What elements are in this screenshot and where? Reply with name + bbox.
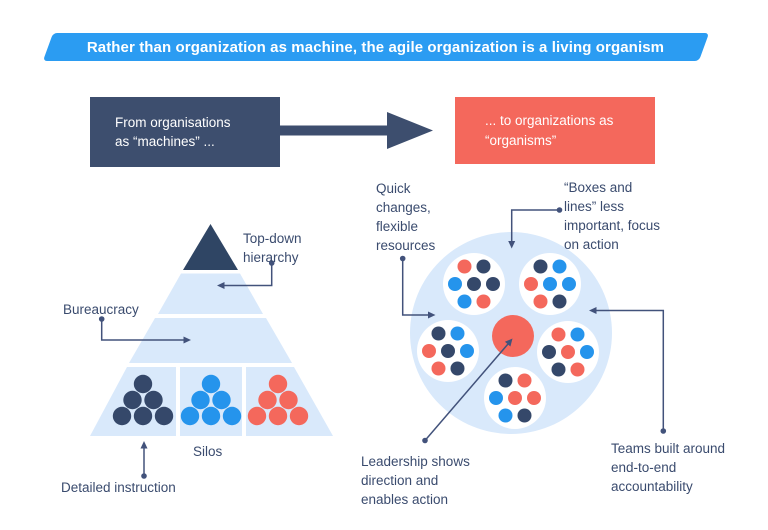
team-bottom-dot — [508, 391, 522, 405]
connector-boxes-lines — [508, 207, 563, 249]
pyramid-top-triangle — [183, 224, 238, 270]
connector-teams — [589, 307, 667, 434]
team-mid-right-dot — [561, 345, 575, 359]
from-machines-box: From organisations as “machines” ... — [90, 97, 280, 167]
team-top-right-dot — [533, 259, 548, 274]
silo-1-dot — [144, 390, 163, 410]
team-bottom-dot — [498, 408, 513, 423]
from-box-text: From organisations as “machines” ... — [115, 114, 231, 150]
team-mid-right-dot — [551, 362, 566, 377]
team-mid-right-dot — [551, 327, 566, 342]
team-bottom-dot — [527, 391, 541, 405]
label-quick-changes: Quick changes, flexible resources — [376, 181, 436, 253]
silo-2-dot — [191, 390, 210, 410]
label-leadership: Leadership shows direction and enables a… — [361, 454, 470, 507]
silo-2-dot — [222, 406, 242, 426]
connector-leadership — [422, 338, 513, 444]
label-silos: Silos — [193, 444, 223, 459]
silo-2-dot — [212, 390, 231, 410]
connector-detailed-instruction — [140, 441, 148, 479]
team-mid-left-dot — [460, 344, 474, 358]
team-bottom-dot — [517, 373, 532, 388]
team-mid-left-dot — [431, 361, 446, 376]
silo-3-dot — [247, 406, 267, 426]
team-mid-right-dot — [542, 345, 556, 359]
team-top-left-dot — [476, 294, 491, 309]
team-top-left-dot — [467, 277, 481, 291]
team-top-right-dot — [524, 277, 538, 291]
label-detailed-instruction: Detailed instruction — [61, 480, 176, 495]
label-bureaucracy: Bureaucracy — [63, 302, 139, 317]
team-top-left-dot — [486, 277, 500, 291]
silo-2-dot — [201, 374, 221, 394]
silo-3-dot — [289, 406, 309, 426]
silo-1-dot — [133, 374, 153, 394]
team-top-right-dot — [543, 277, 557, 291]
team-mid-right-dot — [570, 327, 585, 342]
team-top-right-dot — [533, 294, 548, 309]
silo-3-dot — [258, 390, 277, 410]
team-mid-left-dot — [450, 361, 465, 376]
team-top-left-dot — [457, 294, 472, 309]
silo-3-dot — [268, 406, 288, 426]
team-top-left-dot — [457, 259, 472, 274]
silo-1-dot — [123, 390, 142, 410]
label-teams: Teams built around end-to-end accountabi… — [611, 441, 726, 494]
team-top-right-dot — [562, 277, 576, 291]
silo-1-dot — [154, 406, 174, 426]
team-top-left-dot — [476, 259, 491, 274]
team-top-left-dot — [448, 277, 462, 291]
silo-1-dot — [112, 406, 132, 426]
team-bottom-dot — [517, 408, 532, 423]
team-mid-left-dot — [431, 326, 446, 341]
team-dot-groups — [422, 259, 594, 423]
team-mid-right-dot — [570, 362, 585, 377]
pyramid-layer-2 — [158, 273, 263, 314]
silo-dot-groups — [112, 374, 309, 426]
silo-1-dot — [133, 406, 153, 426]
team-mid-right-dot — [580, 345, 594, 359]
transition-arrow — [280, 112, 433, 149]
pyramid-layer-3 — [129, 318, 292, 363]
team-mid-left-dot — [450, 326, 465, 341]
team-top-right-dot — [552, 259, 567, 274]
team-mid-left-dot — [422, 344, 436, 358]
to-organisms-box: ... to organizations as “organisms” — [455, 97, 655, 164]
to-box-text: ... to organizations as “organisms” — [485, 113, 614, 148]
team-bottom-dot — [489, 391, 503, 405]
silo-2-dot — [201, 406, 221, 426]
connector-bureaucracy — [98, 316, 191, 344]
label-boxes-lines: “Boxes and lines” less important, focus … — [564, 180, 661, 252]
team-bottom-dot — [498, 373, 513, 388]
connector-top-down — [217, 260, 275, 289]
silo-3-dot — [279, 390, 298, 410]
team-mid-left-dot — [441, 344, 455, 358]
connector-quick-changes — [399, 255, 436, 319]
label-top-down-hierarchy: Top-down hierarchy — [243, 231, 302, 265]
silo-2-dot — [180, 406, 200, 426]
silo-3-dot — [268, 374, 288, 394]
leadership-center-circle — [492, 315, 534, 357]
team-top-right-dot — [552, 294, 567, 309]
